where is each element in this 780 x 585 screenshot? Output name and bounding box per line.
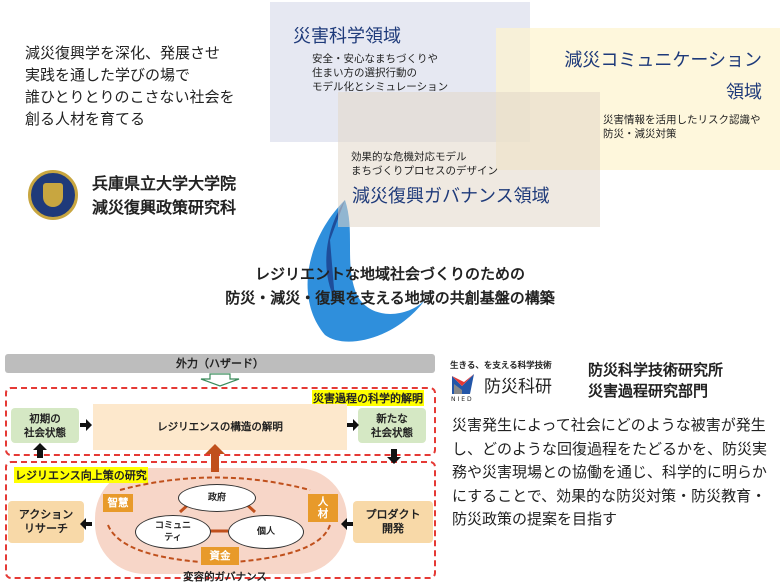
talent-box: 人材 [308,494,338,522]
desc-line: まちづくりプロセスのデザイン [351,165,498,177]
nied-title-line2: 災害過程研究部門 [588,382,709,400]
mission-line: 減災復興学を深化、発展させ [25,44,221,62]
area-desc: 効果的な危機対応モデル まちづくりプロセスのデザイン [351,150,498,178]
school-name-line2: 減災復興政策研究科 [92,198,237,217]
nied-logo-text: 防災科研 [484,377,552,397]
line: 社会状態 [24,426,66,439]
theme-line2: 防災・減災・復興を支える地域の共創基盤の構築 [225,289,555,307]
government-ellipse: 政府 [178,484,256,512]
arrow-up-icon [33,443,47,458]
science-process-frame [5,387,436,456]
mission-statement: 減災復興学を深化、発展させ 実践を通した学びの場で 誰ひとりとりのこさない社会を… [25,42,285,130]
area-title: 減災復興ガバナンス領域 [352,186,550,207]
central-theme: レジリエントな地域社会づくりのための 防災・減災・復興を支える地域の共創基盤の構… [150,262,630,310]
funds-box: 資金 [201,547,239,565]
blue-swirl-graphic [307,200,425,342]
desc-line: 安全・安心なまちづくりや [312,53,438,65]
line: ティ [164,533,182,543]
nied-logo-sub: NIED [451,396,474,403]
hazard-bar: 外力（ハザード） [5,354,435,373]
product-development-box: プロダクト開発 [353,501,433,543]
area-title: 災害科学領域 [293,26,401,47]
action-research-box: アクションリサーチ [8,501,84,543]
theme-line1: レジリエントな地域社会づくりのための [254,265,525,283]
down-arrow-icon [200,373,240,387]
arrow-up-icon [205,444,225,472]
mission-line: 実践を通した学びの場で [25,66,191,84]
area-desc: 災害情報を活用したリスク認識や 防災・減災対策 [603,113,761,141]
wisdom-box: 智慧 [103,494,133,512]
initial-state-box: 初期の社会状態 [11,408,79,443]
arrow-left-icon [341,518,353,530]
nied-title-line1: 防災科学技術研究所 [588,361,724,379]
transformative-governance-label: 変容的ガバナンス [183,571,267,583]
desc-line: 防災・減災対策 [603,128,677,140]
arrow-left-icon [80,518,92,530]
school-name-line1: 兵庫県立大学大学院 [92,174,237,193]
desc-line: 住まい方の選択行動の [312,67,417,79]
title-line: 減災コミュニケーション [564,50,762,71]
nied-title: 防災科学技術研究所 災害過程研究部門 [588,360,723,402]
line: コミュニ [154,521,191,531]
line: リサーチ [23,522,68,535]
line: 人 [317,496,329,508]
area-title: 減災コミュニケーション 領域 [564,46,762,104]
nied-logo-icon [452,374,474,394]
mission-line: 創る人材を育てる [25,110,146,128]
arrow-right-icon [80,419,92,431]
area-desc: 安全・安心なまちづくりや 住まい方の選択行動の モデル化とシミュレーション [312,52,448,94]
line: 初期の [29,412,61,425]
diagram-arrows [33,419,401,563]
governance-area: 効果的な危機対応モデル まちづくりプロセスのデザイン 減災復興ガバナンス領域 [338,92,600,227]
lower-section-label: レジリエンス向上策の研究 [14,467,148,483]
title-line: 領域 [726,82,762,103]
new-state-box: 新たな社会状態 [358,408,426,443]
community-ellipse: コミュニティ [135,515,211,549]
resilience-research-frame [5,461,436,579]
desc-line: 効果的な危機対応モデル [351,151,467,163]
division-description: 災害発生によって社会にどのような被害が発生し、どのような回復過程をたどるかを、防… [452,416,768,528]
line: 社会状態 [371,426,413,439]
structure-box: レジリエンスの構造の解明 [93,404,347,450]
desc-line: 災害情報を活用したリスク認識や [603,114,761,126]
desc-line: モデル化とシミュレーション [312,81,449,93]
line: アクション [18,508,74,521]
nied-tagline: 生きる、を支える科学技術 [450,361,552,371]
line: 材 [317,508,329,520]
line: 新たな [376,412,408,425]
line: プロダクト [365,508,421,521]
arrow-right-icon [347,419,359,431]
arrow-down-icon [387,449,401,464]
line: 開発 [382,522,404,535]
school-name: 兵庫県立大学大学院 減災復興政策研究科 [92,172,236,220]
university-emblem-icon [28,170,78,220]
individual-ellipse: 個人 [228,515,304,549]
mission-line: 誰ひとりとりのこさない社会を [25,88,235,106]
upper-section-label: 災害過程の科学的解明 [312,390,424,406]
